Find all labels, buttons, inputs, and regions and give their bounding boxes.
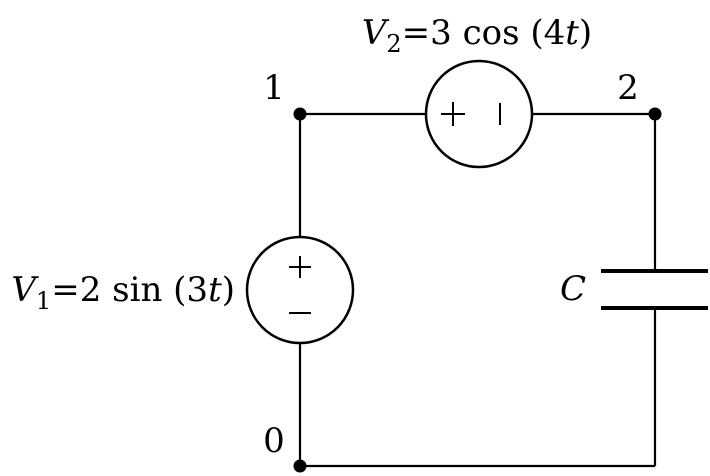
voltage-source-v1 <box>245 235 355 345</box>
v1-label: V1=2 sin (3t) <box>11 270 235 315</box>
node-2-dot <box>648 107 662 121</box>
node-1-label: 1 <box>263 68 285 108</box>
node-2-label: 2 <box>617 68 639 108</box>
v1-label-var: t <box>208 270 222 310</box>
v2-label-expr-left: =3 cos (4 <box>402 13 566 53</box>
v2-label-subscript: 2 <box>386 30 401 58</box>
v1-label-subscript: 1 <box>36 287 51 315</box>
node-0-label: 0 <box>263 421 285 461</box>
node-1-dot <box>293 107 307 121</box>
v2-label-symbol: V <box>362 13 390 53</box>
voltage-source-v1-circle <box>245 235 355 345</box>
voltage-source-v2 <box>424 59 534 169</box>
v2-label-expr-right: ) <box>579 13 592 53</box>
v1-label-expr-right: ) <box>222 270 235 310</box>
capacitor <box>601 269 708 310</box>
v2-label-var: t <box>565 13 579 53</box>
voltage-source-v2-circle <box>424 59 534 169</box>
node-0-dot <box>293 459 307 473</box>
v1-label-expr-left: =2 sin (3 <box>51 270 208 310</box>
v2-label: V2=3 cos (4t) <box>362 13 592 58</box>
capacitor-label: C <box>560 269 586 309</box>
v1-label-symbol: V <box>11 270 39 310</box>
